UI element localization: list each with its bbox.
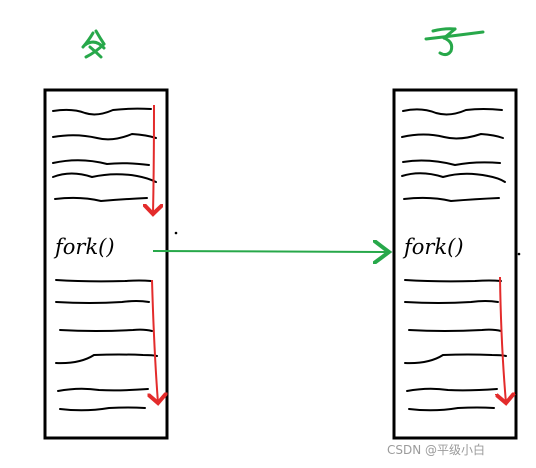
sketch-dot-left: [174, 231, 178, 235]
fork-creates-child-arrow: [152, 251, 389, 252]
parent-execution-arrow-before-fork: [153, 104, 154, 214]
parent-fork-call: fork(): [53, 235, 115, 259]
child-fork-call: fork(): [402, 235, 464, 259]
child-process-label: [424, 27, 485, 57]
sketch-dot-right: [517, 252, 521, 256]
child-process-box: [392, 88, 518, 440]
parent-process-label: [81, 29, 106, 59]
child-execution-arrow-after-fork: [500, 276, 506, 403]
parent-execution-arrow-after-fork: [152, 279, 158, 403]
parent-code-lines-top: [52, 107, 157, 203]
parent-code-lines-bottom: [55, 279, 158, 412]
child-code-lines-bottom: [404, 279, 507, 412]
parent-process-box: [43, 88, 169, 440]
watermark-text: CSDN @平级小白: [387, 442, 485, 457]
child-code-lines-top: [401, 108, 506, 203]
